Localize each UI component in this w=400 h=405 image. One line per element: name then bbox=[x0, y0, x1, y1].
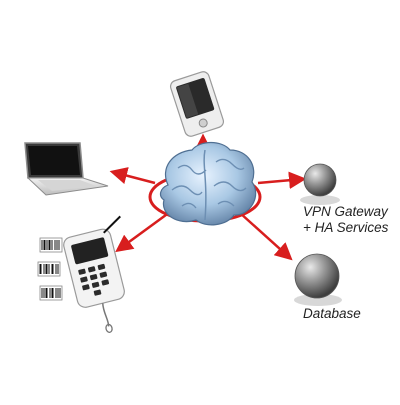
connector-to-handheld bbox=[115, 210, 171, 253]
connector-to-laptop bbox=[109, 167, 156, 185]
vpn-shadow bbox=[300, 195, 340, 205]
vpn-label: VPN Gateway + HA Services bbox=[303, 204, 388, 236]
laptop-icon bbox=[24, 142, 109, 196]
connector-to-vpn bbox=[257, 171, 307, 189]
database-shadow bbox=[294, 294, 342, 306]
vpn-sphere-icon bbox=[303, 163, 337, 197]
connector-to-database bbox=[239, 212, 293, 261]
database-label: Database bbox=[303, 306, 361, 321]
vpn-label-line2: + HA Services bbox=[303, 220, 389, 235]
barcode-labels-icon bbox=[37, 237, 63, 301]
pda-device-icon bbox=[169, 71, 225, 137]
brain-icon bbox=[159, 141, 257, 226]
vpn-label-line1: VPN Gateway bbox=[303, 204, 388, 219]
database-sphere-icon bbox=[294, 253, 340, 299]
handheld-barcode-terminal-icon bbox=[63, 215, 125, 333]
